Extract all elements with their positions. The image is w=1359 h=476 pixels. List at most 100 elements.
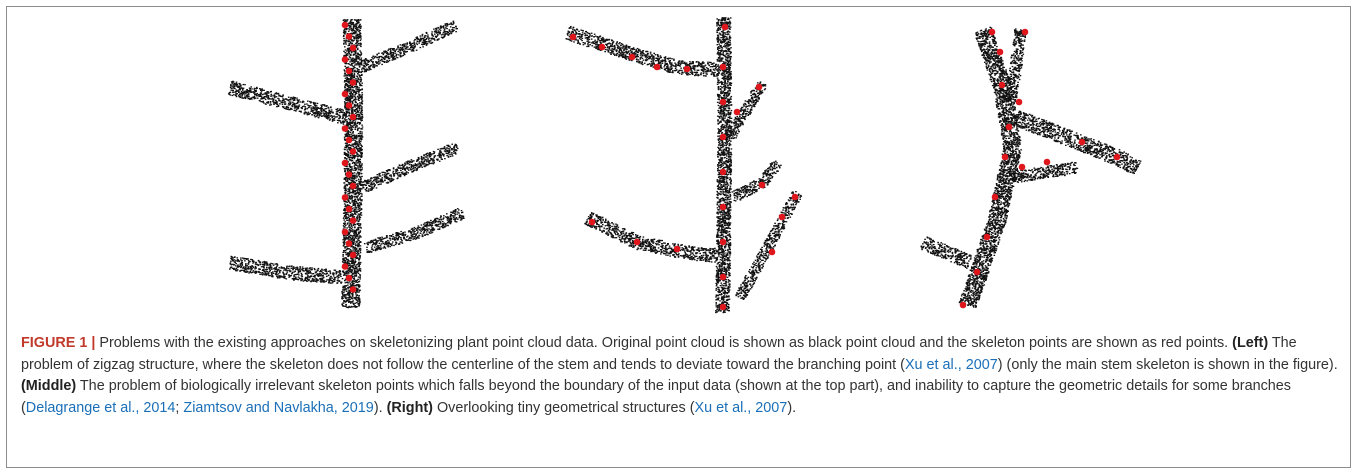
skeleton-point	[988, 28, 996, 36]
skeleton-point	[791, 193, 799, 201]
caption-right-text: Overlooking tiny geometrical structures …	[432, 399, 695, 416]
skeleton-point	[1015, 98, 1023, 106]
skeleton-point	[998, 81, 1006, 89]
skeleton-point	[345, 171, 353, 178]
skeleton-point	[341, 228, 349, 236]
caption-intro: Problems with the existing approaches on…	[95, 335, 1233, 351]
figure-caption: FIGURE 1 | Problems with the existing ap…	[21, 333, 1339, 419]
figure-frame: FIGURE 1 | Problems with the existing ap…	[6, 6, 1351, 468]
citation-link[interactable]: Xu et al., 2007	[904, 356, 998, 373]
skeleton-point	[758, 181, 766, 189]
skeleton-point	[628, 53, 636, 61]
point-cloud	[363, 208, 465, 253]
panel-middle	[477, 7, 837, 327]
skeleton-point	[673, 245, 681, 253]
skeleton-point	[341, 21, 349, 29]
skeleton-point	[983, 233, 991, 241]
skeleton-point	[588, 218, 596, 226]
skeleton-point	[973, 268, 981, 276]
caption-left-tail: ) (only the main stem skeleton is shown …	[997, 356, 1338, 373]
caption-right-tag: (Right)	[386, 399, 433, 416]
skeleton-point	[349, 286, 357, 293]
skeleton-point	[349, 148, 357, 155]
citation-link[interactable]: Ziamtsov and Navlakha, 2019	[183, 399, 374, 416]
skeleton-point	[733, 108, 741, 116]
point-cloud	[958, 26, 1022, 308]
skeleton-point	[719, 133, 727, 141]
middle-point-cloud-image	[565, 17, 803, 314]
point-cloud	[229, 255, 345, 284]
citation-link[interactable]: Delagrange et al., 2014	[25, 399, 176, 416]
skeleton-point	[1043, 158, 1051, 166]
skeleton-point	[1113, 153, 1121, 161]
skeleton-point	[349, 113, 357, 121]
skeleton-point	[991, 193, 999, 201]
figure-image	[7, 7, 1352, 327]
skeleton-point	[1001, 153, 1009, 161]
skeleton-point	[719, 203, 727, 211]
skeleton-point	[345, 102, 353, 109]
point-cloud	[584, 212, 719, 263]
point-cloud	[361, 143, 459, 192]
point-cloud	[1013, 110, 1142, 174]
point-cloud	[357, 20, 458, 73]
skeleton-point	[1005, 123, 1013, 131]
skeleton-point	[345, 33, 353, 40]
skeleton-point	[719, 238, 727, 246]
skeleton-point	[345, 240, 353, 247]
point-cloud	[228, 80, 348, 125]
caption-left-tag: (Left)	[1232, 335, 1269, 351]
point-cloud	[920, 236, 972, 269]
skeleton-point	[341, 125, 349, 132]
skeleton-point	[349, 79, 357, 86]
skeleton-point	[719, 303, 727, 311]
skeleton-point	[683, 65, 691, 73]
skeleton-point	[959, 301, 967, 309]
skeleton-point	[653, 63, 661, 71]
skeleton-point	[349, 217, 357, 224]
skeleton-point	[996, 48, 1004, 56]
skeleton-point	[1078, 138, 1086, 146]
skeleton-point	[719, 63, 727, 71]
figure-label: FIGURE 1 |	[21, 335, 96, 351]
caption-middle-sep: ;	[175, 399, 184, 416]
point-cloud	[715, 17, 733, 314]
panel-right	[837, 7, 1352, 327]
caption-middle-tail: ).	[373, 399, 387, 416]
skeleton-point	[719, 168, 727, 176]
skeleton-point	[778, 213, 786, 221]
caption-left-text: The problem of zigzag structure, where t…	[21, 335, 1297, 373]
skeleton-point	[341, 56, 349, 63]
skeleton-point	[341, 159, 349, 167]
skeleton-point	[633, 238, 641, 246]
skeleton-point	[719, 273, 727, 281]
skeleton-point	[719, 98, 727, 106]
point-cloud	[735, 191, 803, 300]
skeleton-point	[341, 90, 349, 98]
citation-link[interactable]: Xu et al., 2007	[694, 399, 788, 416]
skeleton-point	[755, 83, 763, 91]
skeleton-point	[349, 251, 357, 259]
point-cloud	[565, 25, 719, 77]
point-cloud	[1008, 161, 1079, 184]
skeleton-point	[345, 67, 353, 75]
skeleton-point	[721, 23, 729, 31]
skeleton-point	[1021, 28, 1029, 36]
skeleton-point	[349, 182, 357, 190]
caption-middle-tag: (Middle)	[21, 378, 77, 394]
point-cloud	[731, 160, 782, 202]
caption-middle-text: The problem of biologically irrelevant s…	[21, 378, 1291, 416]
skeleton-point	[768, 248, 776, 256]
skeleton-point	[569, 33, 577, 41]
skeleton-point	[349, 44, 357, 52]
point-cloud	[725, 81, 767, 140]
right-point-cloud-image	[920, 26, 1142, 309]
skeleton-point	[345, 136, 353, 144]
skeleton-point	[345, 274, 353, 282]
skeleton-point	[341, 263, 349, 270]
skeleton-point	[598, 43, 606, 51]
caption-right-tail: ).	[787, 399, 797, 416]
skeleton-point	[345, 205, 353, 213]
panel-left	[7, 7, 477, 327]
skeleton-point	[1018, 163, 1026, 171]
